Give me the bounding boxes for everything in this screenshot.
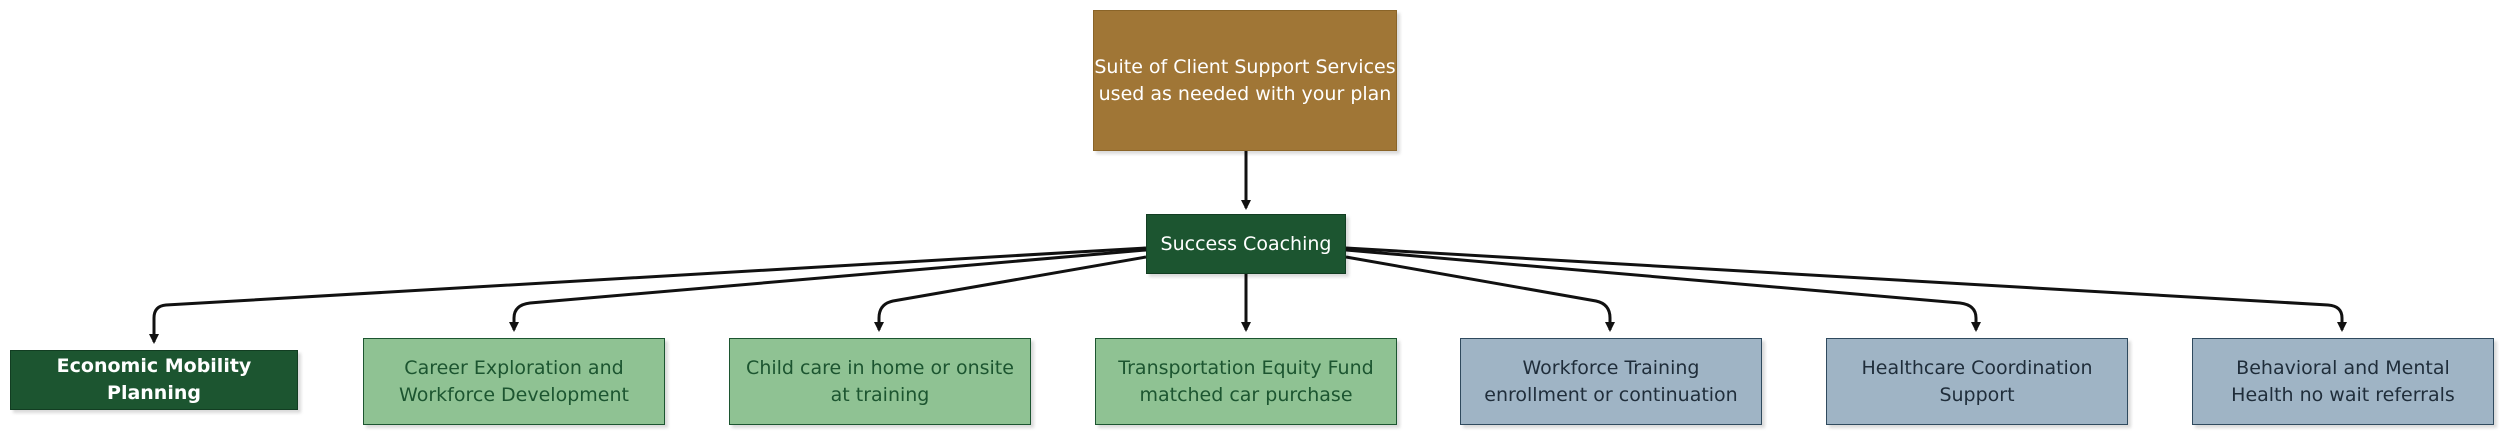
edge-coaching-to-child-care (874, 255, 1147, 332)
transportation-equity-fund-node: Transportation Equity Fund matched car p… (1095, 338, 1397, 425)
child-care-node: Child care in home or onsite at training (729, 338, 1031, 425)
workforce-training-label: Workforce Training enrollment or continu… (1484, 356, 1738, 406)
behavioral-mental-health-node: Behavioral and Mental Health no wait ref… (2192, 338, 2494, 425)
economic-mobility-planning-label: Economic Mobility Planning (56, 355, 252, 404)
career-exploration-label: Career Exploration and Workforce Develop… (399, 356, 629, 406)
success-coaching-label: Success Coaching (1160, 232, 1332, 255)
workforce-training-node: Workforce Training enrollment or continu… (1460, 338, 1762, 425)
economic-mobility-planning-node: Economic Mobility Planning (10, 350, 298, 410)
child-care-label: Child care in home or onsite at training (746, 356, 1014, 406)
career-exploration-node: Career Exploration and Workforce Develop… (363, 338, 665, 425)
healthcare-coordination-node: Healthcare Coordination Support (1826, 338, 2128, 425)
edge-coaching-to-behavioral-health (1345, 246, 2347, 332)
healthcare-coordination-label: Healthcare Coordination Support (1861, 356, 2093, 406)
transportation-equity-fund-label: Transportation Equity Fund matched car p… (1118, 356, 1374, 406)
edge-coaching-to-economic-mobility (149, 246, 1147, 344)
edge-coaching-to-healthcare (1345, 248, 1981, 332)
client-support-services-label: Suite of Client Support Services used as… (1094, 55, 1396, 105)
edge-coaching-to-career-exploration (509, 248, 1147, 332)
edge-coaching-to-workforce-training (1345, 255, 1615, 332)
behavioral-mental-health-label: Behavioral and Mental Health no wait ref… (2231, 356, 2455, 406)
client-support-services-node: Suite of Client Support Services used as… (1093, 10, 1397, 151)
success-coaching-node: Success Coaching (1146, 214, 1346, 274)
